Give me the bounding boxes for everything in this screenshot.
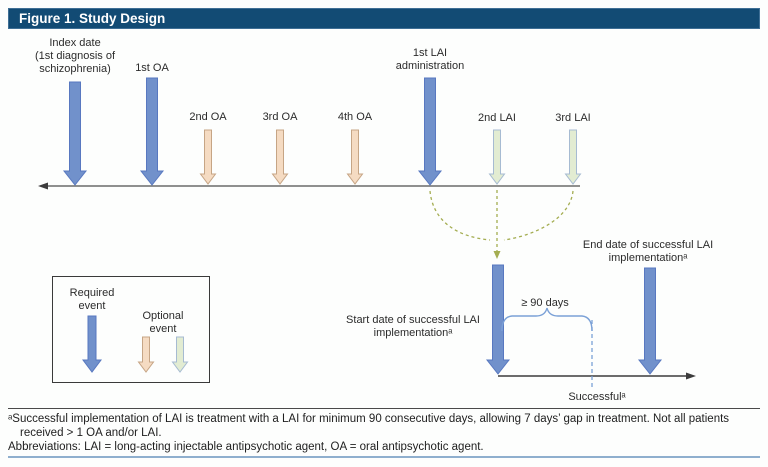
first-oa-arrow-icon [139, 77, 165, 186]
footnotes: ᵃSuccessful implementation of LAI is tre… [8, 412, 760, 454]
label-third-oa: 3rd OA [262, 111, 298, 123]
duration-brace-icon [501, 307, 593, 332]
legend-optional-label: Optional event [142, 310, 184, 335]
start-date-arrow-icon [485, 264, 511, 375]
figure-title-bar: Figure 1. Study Design [8, 8, 760, 29]
label-duration: ≥ 90 days [521, 297, 569, 309]
footnote-a: ᵃSuccessful implementation of LAI is tre… [8, 413, 730, 439]
label-third-lai: 3rd LAI [555, 112, 591, 124]
footnote-separator [8, 408, 760, 409]
label-second-lai: 2nd LAI [478, 112, 516, 124]
end-date-arrow-icon [637, 267, 663, 375]
label-first-oa: 1st OA [135, 62, 169, 74]
converge-arrowhead-icon [493, 251, 501, 259]
label-successful: Successfulᵃ [568, 391, 626, 403]
index-date-arrow-icon [62, 81, 88, 186]
figure-title: Figure 1. Study Design [19, 11, 166, 26]
first-lai-arrow-icon [417, 77, 443, 186]
legend-required-label: Required event [69, 287, 115, 312]
label-second-oa: 2nd OA [189, 111, 227, 123]
legend-optional-oa-arrow-icon [137, 336, 155, 373]
legend-required-arrow-icon [82, 315, 102, 373]
converge-curve-left [429, 190, 491, 241]
third-oa-arrow-icon [271, 129, 289, 185]
label-first-lai: 1st LAI administration [395, 47, 465, 72]
third-lai-arrow-icon [564, 129, 582, 185]
footnote-abbreviations: Abbreviations: LAI = long-acting injecta… [8, 441, 484, 453]
legend-optional-lai-arrow-icon [171, 336, 189, 373]
fourth-oa-arrow-icon [346, 129, 364, 185]
second-lai-arrow-icon [488, 129, 506, 185]
label-fourth-oa: 4th OA [337, 111, 373, 123]
second-oa-arrow-icon [199, 129, 217, 185]
lower-timeline-right-arrowhead-icon [686, 372, 696, 380]
legend-box [52, 276, 210, 383]
label-end-date: End date of successful LAI implementatio… [582, 239, 714, 264]
bottom-rule [8, 456, 760, 458]
label-start-date: Start date of successful LAI implementat… [346, 314, 480, 339]
upper-timeline-left-arrowhead-icon [38, 182, 48, 190]
label-index-date: Index date (1st diagnosis of schizophren… [34, 37, 116, 75]
converge-curve-right [503, 190, 574, 241]
